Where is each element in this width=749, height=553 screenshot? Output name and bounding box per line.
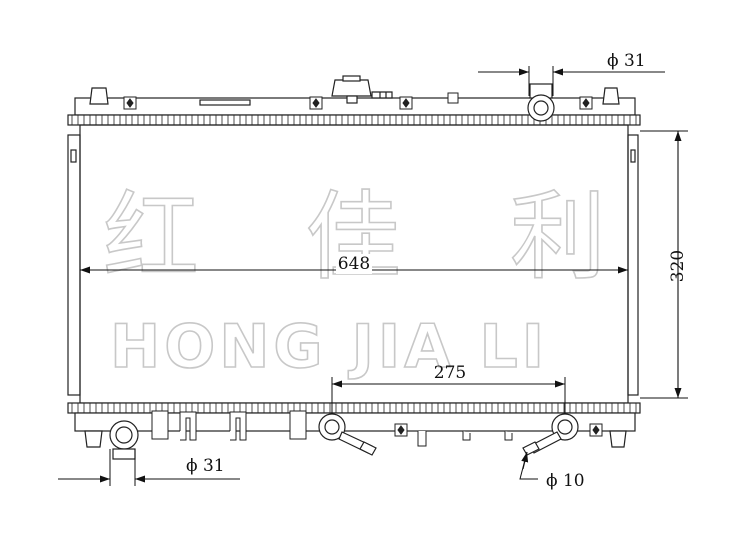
dim-outlet-bottom: ϕ 31 (58, 449, 240, 486)
bottom-fittings (84, 410, 627, 460)
bottom-tank (67, 402, 641, 432)
bottom-clips (151, 410, 603, 447)
dim-core-width-label: 648 (338, 254, 370, 274)
watermark: 红 佳 利 HONG JIA LI (102, 180, 607, 383)
side-slot-left (70, 149, 77, 163)
mount-pin-top-right (602, 87, 620, 105)
dim-port-spacing-label: 275 (434, 363, 466, 383)
side-slot-right (630, 149, 636, 163)
drain-port-left (318, 413, 377, 456)
mount-pin-bottom-right (609, 430, 627, 448)
radiator-cap-icon (331, 75, 393, 104)
mount-pin-bottom-left (84, 430, 103, 448)
watermark-char-3: 利 (510, 181, 606, 293)
dim-inlet-top: ϕ 31 (478, 51, 665, 96)
dim-inlet-top-label: ϕ 31 (607, 51, 646, 71)
dim-port-spacing: 275 (331, 363, 566, 414)
side-plate-left (67, 134, 81, 396)
mount-pin-top-left (89, 87, 109, 105)
dim-core-height-label: 320 (668, 250, 688, 282)
watermark-char-1: 红 (103, 181, 199, 293)
dim-small-port-label: ϕ 10 (546, 471, 585, 491)
bracket-diamonds-top (123, 92, 593, 110)
dim-core-height: 320 (640, 130, 688, 399)
watermark-latin: HONG JIA LI (110, 312, 548, 382)
inlet-pipe-top (527, 83, 555, 122)
dim-core-width: 648 (80, 254, 628, 274)
side-plate-right (627, 134, 639, 396)
watermark-char-2: 佳 (305, 181, 401, 293)
top-tank-teeth (71, 115, 637, 125)
dim-small-port: ϕ 10 (519, 451, 585, 491)
top-fittings (89, 75, 620, 122)
dim-outlet-bottom-label: ϕ 31 (186, 456, 225, 476)
outlet-pipe-bottom (109, 420, 139, 460)
